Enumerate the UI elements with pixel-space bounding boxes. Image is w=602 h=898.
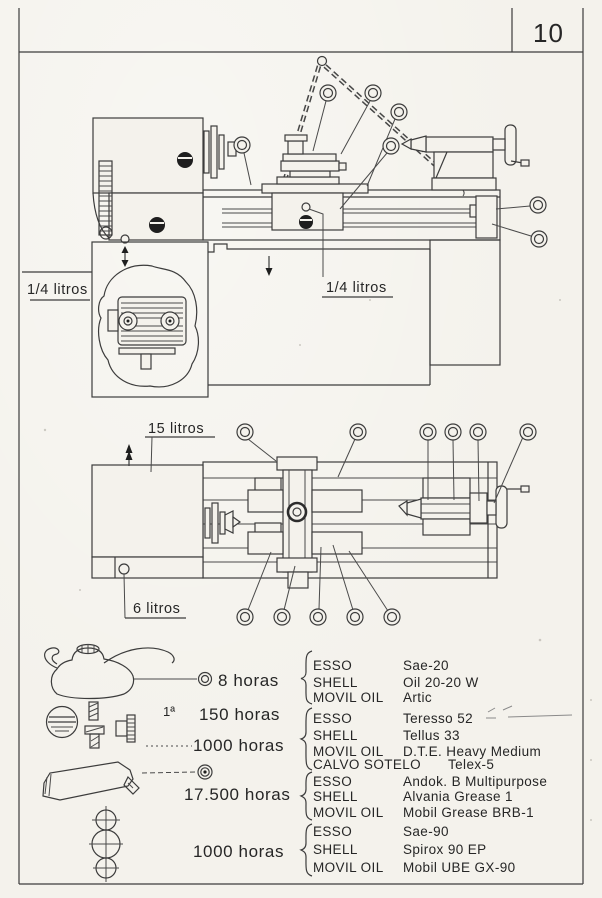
headstock	[92, 117, 237, 267]
brand: SHELL	[313, 675, 358, 690]
oil-point-symbol	[197, 671, 213, 687]
brand: MOVIL OIL	[313, 860, 384, 875]
lube-point-markers-bottom-row	[236, 544, 401, 626]
brand: MOVIL OIL	[313, 805, 384, 820]
interval-label: 1000 horas	[193, 842, 284, 861]
page-number: 10	[533, 18, 564, 48]
product: Mobil Grease BRB-1	[403, 805, 534, 820]
brand: MOVIL OIL	[313, 744, 384, 759]
packing-strip-icon	[84, 701, 105, 749]
oil-can-icon	[44, 643, 175, 700]
chain-ring	[316, 55, 328, 67]
product: Tellus 33	[403, 728, 460, 743]
apron-knob	[299, 215, 313, 229]
page-frame: 10	[18, 8, 584, 885]
top-plan-view: 15 litros 6 litros	[91, 421, 537, 626]
oil-filler-cap	[177, 152, 193, 168]
product: Teresso 52	[403, 711, 473, 726]
fill-arrow	[125, 444, 133, 466]
filler-plug-icon	[115, 714, 136, 743]
lathe-bed	[202, 189, 501, 241]
brand: MOVIL OIL	[313, 690, 384, 705]
grease-point-symbol	[197, 764, 213, 780]
brand: ESSO	[313, 658, 352, 673]
drain-point	[118, 563, 130, 575]
scan-speckles	[43, 299, 592, 821]
capacity-label: 6 litros	[133, 601, 181, 617]
carriage-plan	[247, 456, 363, 589]
gear-train-icon	[89, 806, 123, 882]
product: Sae-90	[403, 824, 449, 839]
interval-label: 150 horas	[199, 705, 280, 724]
tailstock-handwheel-plan	[495, 485, 508, 529]
tailstock	[400, 124, 530, 191]
product: Spirox 90 EP	[403, 842, 487, 857]
interval-label: 17.500 horas	[184, 785, 290, 804]
product: Oil 20-20 W	[403, 675, 479, 690]
product: Telex-5	[448, 757, 494, 772]
tailstock-plan	[398, 477, 530, 536]
lube-point-markers-top-row	[236, 423, 537, 504]
grease-tube-icon	[42, 761, 140, 801]
oil-point	[120, 234, 130, 244]
product: Sae-20	[403, 658, 449, 673]
tailstock-handwheel	[504, 124, 517, 166]
product: Alvania Grease 1	[403, 789, 513, 804]
tool-post	[287, 140, 304, 155]
interval-label: 1000 horas	[193, 736, 284, 755]
product: Artic	[403, 690, 432, 705]
lubrication-legend: 8 horas 1ª 150 horas 1000 horas	[42, 643, 573, 882]
group-braces	[299, 650, 313, 877]
motor-compartment	[98, 264, 199, 388]
brand: ESSO	[313, 774, 352, 789]
lube-point-markers-front	[233, 84, 548, 248]
lubricant-table: ESSO Sae-20 SHELL Oil 20-20 W MOVIL OIL …	[313, 658, 547, 875]
headstock-plan	[91, 464, 242, 579]
front-capacity-labels: 1/4 litros 1/4 litros	[22, 208, 393, 301]
capacity-label: 1/4 litros	[326, 280, 387, 296]
brand: CALVO SOTELO	[313, 757, 421, 772]
top-capacity-labels: 15 litros 6 litros	[123, 421, 215, 619]
front-elevation-view: 1/4 litros 1/4 litros	[22, 55, 548, 398]
product: Mobil UBE GX-90	[403, 860, 516, 875]
carriage-assembly	[261, 134, 369, 231]
drain-arrow	[265, 256, 273, 276]
brand: ESSO	[313, 824, 352, 839]
fill-drain-arrow	[121, 246, 129, 267]
base-cabinet	[91, 239, 501, 398]
oil-filler-cap	[149, 217, 165, 233]
product: D.T.E. Heavy Medium	[403, 744, 541, 759]
pen-mark	[486, 705, 573, 719]
brand: SHELL	[313, 728, 358, 743]
product: Andok. B Multipurpose	[403, 774, 547, 789]
gear-rack-detail	[99, 165, 112, 232]
brand: SHELL	[313, 842, 358, 857]
brand: SHELL	[313, 789, 358, 804]
apron-oil-point	[301, 202, 311, 212]
interval-label: 8 horas	[218, 671, 279, 690]
capacity-label: 15 litros	[148, 421, 204, 437]
capacity-label: 1/4 litros	[27, 282, 88, 298]
cross-slide-oil-point	[286, 501, 308, 523]
oil-level-sight-glass-icon	[45, 705, 79, 739]
interval-prefix: 1ª	[163, 704, 175, 719]
brand: ESSO	[313, 711, 352, 726]
